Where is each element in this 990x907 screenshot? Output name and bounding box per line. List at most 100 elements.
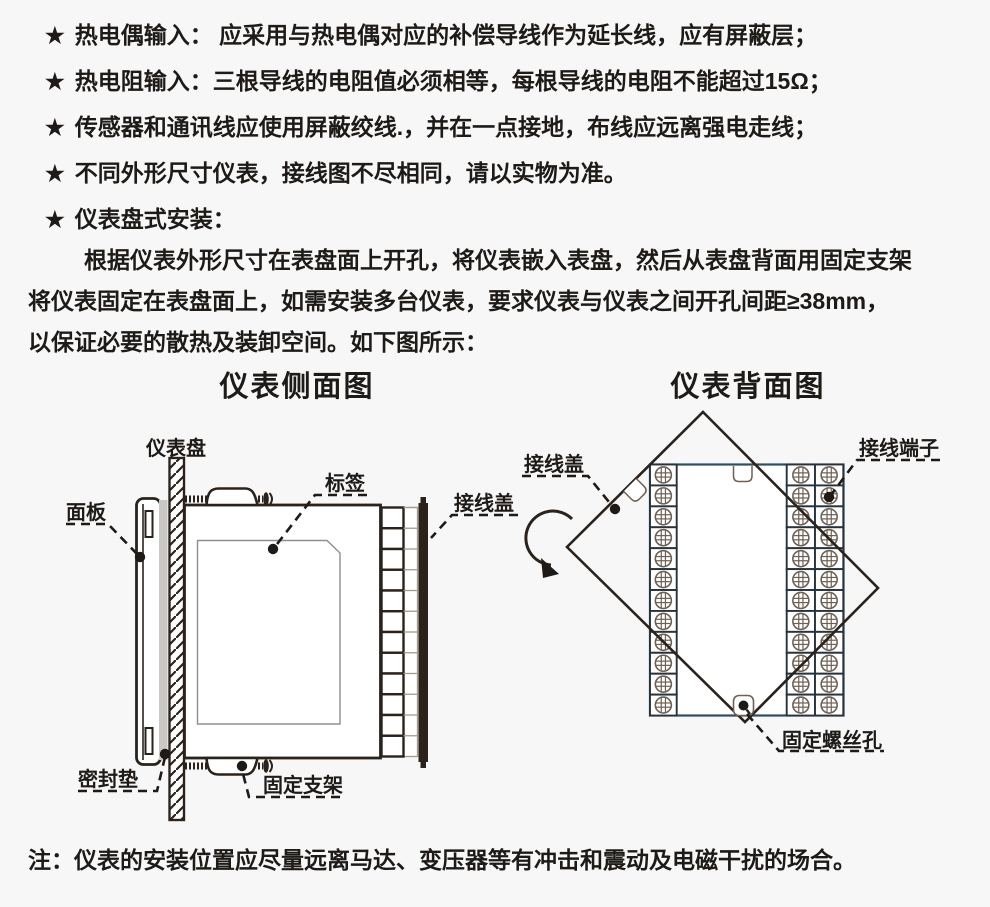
terminal-screw-icon	[654, 696, 673, 714]
terminal-screw-icon	[792, 696, 810, 714]
terminal-screw-icon	[792, 487, 810, 505]
paragraph-line: 以保证必要的散热及装卸空间。如下图所示：	[28, 329, 488, 355]
back-view-diagram: 仪表背面图 接线盖 接线端子 固定螺	[522, 369, 940, 753]
terminal-screw-icon	[654, 528, 673, 547]
terminal-screw-icon	[820, 654, 838, 673]
terminal-screw-icon	[820, 612, 838, 631]
wiring-cover-nub	[420, 762, 426, 768]
strip-cell	[380, 506, 405, 530]
terminal-screw-icon	[654, 549, 673, 568]
terminal-screw-icon	[820, 675, 838, 693]
star-icon: ★	[45, 23, 65, 48]
leader-wiring-cover-back	[522, 474, 615, 508]
label-sticker-outline	[196, 539, 341, 725]
terminal-screw-icon	[792, 675, 810, 693]
label-gasket: 密封垫	[78, 767, 138, 791]
terminal-screw-icon	[654, 507, 673, 526]
bullet-text: 热电阻输入：三根导线的电阻值必须相等，每根导线的电阻不能超过15Ω；	[74, 68, 832, 94]
strip-cell	[380, 610, 405, 634]
terminal-screw-icon	[820, 570, 838, 589]
back-view-title: 仪表背面图	[669, 369, 825, 403]
bullet-text: 传感器和通讯线应使用屏蔽绞线.，并在一点接地，布线应远离强电走线；	[74, 114, 818, 140]
paragraph-line: 根据仪表外形尺寸在表盘面上开孔，将仪表嵌入表盘，然后从表盘背面用固定支架	[84, 247, 912, 273]
label-screw-hole: 固定螺丝孔	[782, 728, 882, 752]
terminal-screw-icon	[792, 466, 810, 484]
bullet-item: ★ 传感器和通讯线应使用屏蔽绞线.，并在一点接地，布线应远离强电走线；	[45, 113, 962, 143]
leader-screw-hole	[746, 713, 884, 753]
cover-tab	[623, 478, 647, 502]
terminal-screw-icon	[654, 633, 673, 652]
screw-head-icon	[263, 492, 269, 506]
wiring-cover-bar	[418, 503, 428, 762]
leader-dot	[823, 491, 835, 503]
strip-cell	[380, 527, 405, 551]
terminal-screw-icon	[820, 549, 838, 568]
leader-dot	[134, 551, 146, 563]
front-panel-bezel	[135, 497, 162, 766]
leader-terminals	[829, 458, 940, 496]
strip-cell	[380, 547, 405, 571]
panel-wall-hatch	[168, 456, 186, 822]
terminal-screw-icon	[820, 633, 838, 652]
strip-cell	[380, 713, 405, 737]
leader-tag	[272, 493, 367, 549]
star-icon: ★	[45, 207, 65, 232]
terminal-screw-icon	[654, 487, 673, 505]
terminal-screw-icon	[820, 696, 838, 714]
terminal-screw-icon	[792, 591, 810, 610]
paragraph-line: 将仪表固定在表盘面上，如需安装多台仪表，要求仪表与仪表之间开孔间距≥38mm，	[28, 288, 890, 314]
leader-bracket	[240, 769, 340, 799]
leader-wiring-cover-side	[430, 513, 518, 539]
leader-dot	[159, 748, 171, 760]
strip-cell	[380, 734, 405, 758]
strip-cell	[380, 568, 405, 592]
screw-head-icon	[263, 759, 269, 773]
wiring-cover-nub	[420, 497, 426, 503]
terminal-screw-icon	[654, 570, 673, 589]
terminal-screw-icon	[792, 549, 810, 568]
terminal-screw-icon	[792, 528, 810, 547]
fixing-bracket-bottom	[205, 756, 260, 776]
label-terminals: 接线端子	[859, 436, 939, 460]
side-view-diagram: 仪表侧面图	[66, 369, 518, 822]
bezel-clip	[144, 727, 154, 755]
sealing-gasket	[159, 500, 168, 760]
leader-front-panel	[66, 522, 140, 557]
bezel-clip	[144, 510, 154, 538]
terminal-screw-icon	[654, 612, 673, 631]
bullet-text: 仪表盘式安装：	[74, 206, 236, 232]
strip-cell	[380, 589, 405, 613]
screw-hole-dot	[738, 700, 749, 711]
terminal-screw-icon	[792, 612, 810, 631]
leader-dot	[267, 543, 279, 555]
side-terminal-strip	[380, 506, 418, 758]
bullet-item: ★ 仪表盘式安装：	[45, 205, 962, 235]
star-icon: ★	[45, 161, 65, 186]
terminal-screw-icon	[792, 570, 810, 589]
leader-gasket	[78, 756, 167, 793]
wiring-cover-open	[565, 410, 880, 724]
label-wiring-cover-back: 接线盖	[524, 452, 584, 476]
terminal-screw-icon	[654, 654, 673, 673]
bullet-list: ★ 热电偶输入： 应采用与热电偶对应的补偿导线作为延长线，应有屏蔽层； ★ 热电…	[45, 21, 962, 251]
fixing-bracket-top	[205, 487, 260, 507]
screw-head-arc	[268, 492, 273, 506]
bullet-text: 热电偶输入： 应采用与热电偶对应的补偿导线作为延长线，应有屏蔽层；	[74, 22, 818, 48]
terminal-screw-icon	[820, 487, 838, 505]
bottom-note: 注：仪表的安装位置应尽量远离马达、变压器等有冲击和震动及电磁干扰的场合。	[28, 847, 856, 873]
label-bracket: 固定支架	[263, 773, 343, 797]
terminal-screw-icon	[820, 591, 838, 610]
terminal-screw-icon	[820, 528, 838, 547]
side-view-title: 仪表侧面图	[218, 369, 374, 403]
top-tab	[732, 466, 753, 483]
terminal-screw-icon	[654, 591, 673, 610]
leader-dot	[609, 503, 621, 515]
rotate-arrow-icon	[524, 509, 574, 567]
installation-figure: 仪表侧面图	[66, 369, 940, 822]
strip-cell	[380, 672, 405, 696]
terminal-screw-icon	[792, 633, 810, 652]
terminal-screw-icon	[820, 507, 838, 526]
star-icon: ★	[45, 69, 65, 94]
bullet-item: ★ 热电偶输入： 应采用与热电偶对应的补偿导线作为延长线，应有屏蔽层；	[45, 21, 962, 51]
